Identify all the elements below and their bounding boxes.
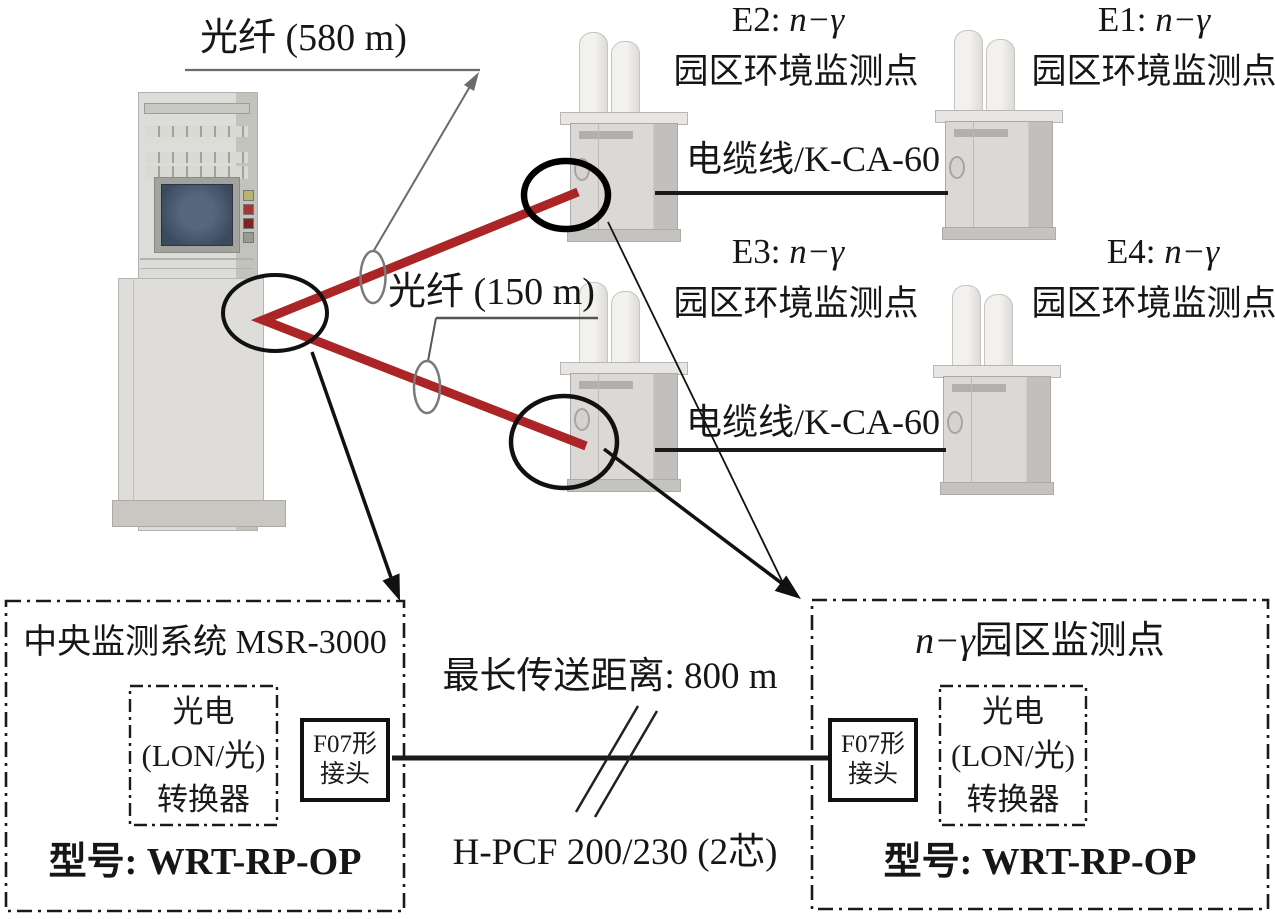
cabinet-indicator-row — [146, 142, 248, 151]
fiber-150m-label: 光纤 (150 m) — [388, 271, 595, 313]
max-distance-label: 最长传送距离: 800 m — [442, 656, 778, 697]
right-box-title: n−γ园区监测点 — [915, 620, 1165, 662]
detector-cylinder — [611, 41, 640, 116]
cable-type-label: H-PCF 200/230 (2芯) — [452, 832, 778, 873]
left-box-title: 中央监测系统 MSR-3000 — [23, 624, 387, 661]
station-type: n−γ — [789, 0, 845, 39]
station-e2-desc: 园区环境监测点 — [673, 52, 919, 91]
cable-bottom-label: 电缆线/K-CA-60 — [686, 402, 940, 442]
converter-line: (LON/光) — [141, 738, 266, 773]
converter-line: 光电 — [982, 694, 1044, 729]
fiber-150m-leader — [427, 317, 437, 362]
detector-cylinder — [579, 32, 608, 116]
cabinet-screen — [161, 184, 233, 246]
station-id: E3: — [731, 232, 781, 271]
cabinet-module-row — [146, 126, 248, 137]
station-id: E4: — [1106, 232, 1156, 271]
arrow-to-left-box — [310, 351, 396, 587]
cabinet-button — [243, 218, 254, 229]
station-id: E1: — [1097, 0, 1147, 39]
detector-cylinder — [954, 30, 983, 114]
station-e1-label: E1: n−γ — [1024, 0, 1275, 40]
station-id: E2: — [731, 0, 781, 39]
station-e4-desc: 园区环境监测点 — [1031, 284, 1275, 323]
station-type: n−γ — [789, 232, 845, 271]
right-box-model: 型号: WRT-RP-OP — [883, 841, 1197, 883]
arrowhead — [774, 575, 801, 599]
cabinet-lower-door — [118, 278, 264, 510]
station-e4-label: E4: n−γ — [1043, 232, 1275, 272]
station-e3-label: E3: n−γ — [658, 232, 918, 272]
detector-cylinder — [611, 291, 640, 366]
cabinet-indicator-row — [146, 116, 248, 125]
fiber-580m-marker-ellipse — [359, 249, 387, 305]
detector-cylinder — [986, 39, 1015, 114]
cabinet-model-strip — [144, 103, 250, 114]
cabinet-button — [243, 232, 254, 243]
break-slash — [593, 710, 659, 818]
converter-line: 光电 — [172, 694, 235, 729]
station-e3-desc: 园区环境监测点 — [673, 284, 919, 323]
fiber-580m-label: 光纤 (580 m) — [200, 17, 407, 59]
fiber-lines — [250, 187, 588, 451]
detector-cylinder — [952, 285, 981, 369]
fiber-150m-marker-ellipse — [412, 359, 442, 415]
station-e4 — [933, 285, 1061, 497]
cabinet-module-row — [146, 152, 248, 163]
converter-line: 转换器 — [157, 782, 250, 817]
converter-line: (LON/光) — [951, 738, 1075, 773]
cabinet-button — [243, 204, 254, 215]
station-e1 — [935, 30, 1063, 242]
cable-top-label: 电缆线/K-CA-60 — [686, 139, 940, 179]
station-type: n−γ — [1155, 0, 1211, 39]
station-type: n−γ — [1164, 232, 1220, 271]
converter-line: 转换器 — [966, 782, 1060, 817]
cabinet-button — [243, 190, 254, 201]
fiber-580m-leader — [372, 82, 473, 253]
f07-connector-right: F07形 接头 — [828, 718, 918, 802]
station-e2-label: E2: n−γ — [658, 0, 918, 40]
cabinet-base — [112, 500, 286, 527]
arrowhead — [382, 573, 400, 601]
left-box-model: 型号: WRT-RP-OP — [48, 841, 362, 883]
detector-cylinder — [984, 294, 1013, 369]
leader-arrowhead — [464, 72, 479, 91]
station-e1-desc: 园区环境监测点 — [1031, 52, 1275, 91]
f07-connector-left: F07形 接头 — [300, 718, 390, 802]
cabinet-module-row — [146, 166, 248, 179]
break-slash — [574, 705, 640, 813]
